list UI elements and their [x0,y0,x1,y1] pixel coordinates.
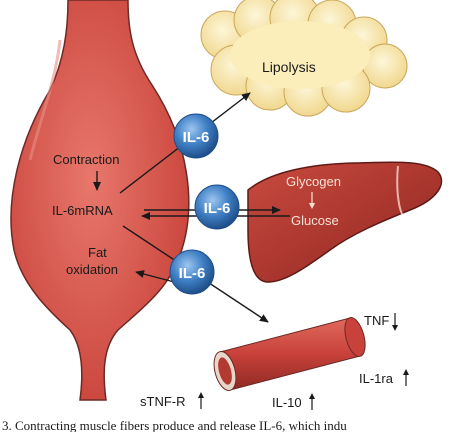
lipolysis-label: Lipolysis [262,59,316,75]
muscle-fiber [10,0,190,401]
stnfr-label: sTNF-R [140,394,186,409]
tnf-down-arrowhead [392,325,398,331]
stnfr-up-arrowhead [198,392,204,398]
figure-caption: 3. Contracting muscle fibers produce and… [2,418,347,432]
il6-badge-2: IL-6 [194,184,240,230]
fat-label: Fat [88,245,107,260]
arrow-to-fat-oxidation [135,270,179,284]
adipose-tissue: Lipolysis [200,0,408,117]
il10-up-arrowhead [309,393,315,399]
il6-badge-1: IL-6 [173,113,219,159]
glucose-label: Glucose [291,213,339,228]
il6-badge-1-label: IL-6 [183,129,210,146]
contraction-label: Contraction [53,152,119,167]
oxidation-label: oxidation [66,262,118,277]
il6-badge-3: IL-6 [169,249,215,295]
glycogen-label: Glycogen [286,174,341,189]
il6-badge-2-label: IL-6 [204,200,231,217]
blood-vessel [213,317,366,391]
il10-label: IL-10 [272,395,302,410]
glycogen-arrowhead [309,203,315,209]
liver: Glycogen Glucose [247,161,443,283]
il6mrna-label: IL-6mRNA [52,203,113,218]
tnf-label: TNF [364,313,389,328]
il6-badge-3-label: IL-6 [179,265,206,282]
il1ra-up-arrowhead [403,369,409,375]
il1ra-label: IL-1ra [359,371,394,386]
